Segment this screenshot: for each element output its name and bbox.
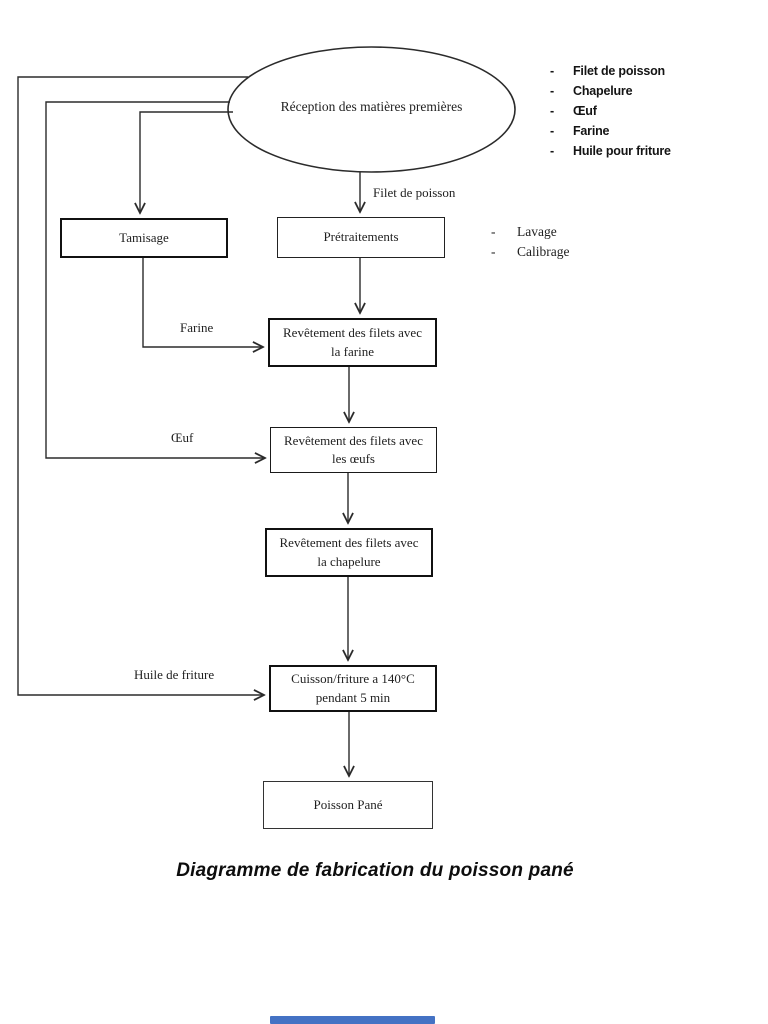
edge-ellipse-to-oeufs [45,101,265,458]
ingredient-label: Farine [573,124,610,138]
note-label: Calibrage [517,244,570,259]
bullet-dash: - [550,84,554,98]
edge-label-farine: Farine [180,320,214,335]
raw-materials-list: - Filet de poisson - Chapelure - Œuf - Farin… [550,61,671,161]
ingredient-label: Huile pour friture [573,144,671,158]
bullet-dash: - [550,104,554,118]
process-box-tamisage: Tamisage [60,218,228,258]
ingredient-label: Filet de poisson [573,64,665,78]
process-box-revetement-oeufs: Revêtement des filets avec les œufs [270,427,437,473]
bullet-dash: - [491,224,496,239]
list-item: - Calibrage [491,242,569,262]
edge-label-oeuf: Œuf [171,430,194,445]
process-box-pretraitements: Prétraitements [277,217,445,258]
ingredient-label: Œuf [573,104,597,118]
bullet-dash: - [550,144,554,158]
pretreatment-notes-list: - Lavage - Calibrage [491,222,569,262]
process-box-cuisson-friture: Cuisson/friture a 140°C pendant 5 min [269,665,437,712]
note-label: Lavage [517,224,557,239]
list-item: - Lavage [491,222,569,242]
edge-tamisage-to-farine [142,258,263,347]
ingredient-label: Chapelure [573,84,633,98]
process-box-revetement-chapelure: Revêtement des filets avec la chapelure [265,528,433,577]
process-box-revetement-farine: Revêtement des filets avec la farine [268,318,437,367]
horizontal-scrollbar-thumb[interactable] [270,1016,435,1024]
list-item: - Filet de poisson [550,61,671,81]
edge-ellipse-to-tamisage [140,111,233,213]
bullet-dash: - [491,244,496,259]
start-node-label: Réception des matières premières [280,99,463,114]
edge-label-huile-de-friture: Huile de friture [134,667,215,682]
edge-label-filet-de-poisson: Filet de poisson [373,185,456,200]
process-box-poisson-pane: Poisson Pané [263,781,433,829]
list-item: - Œuf [550,101,671,121]
start-ellipse-shape [227,46,516,173]
diagram-caption: Diagramme de fabrication du poisson pané [176,860,574,881]
bullet-dash: - [550,64,554,78]
list-item: - Huile pour friture [550,141,671,161]
list-item: - Farine [550,121,671,141]
bullet-dash: - [550,124,554,138]
edge-ellipse-to-cuisson [17,76,264,695]
list-item: - Chapelure [550,81,671,101]
